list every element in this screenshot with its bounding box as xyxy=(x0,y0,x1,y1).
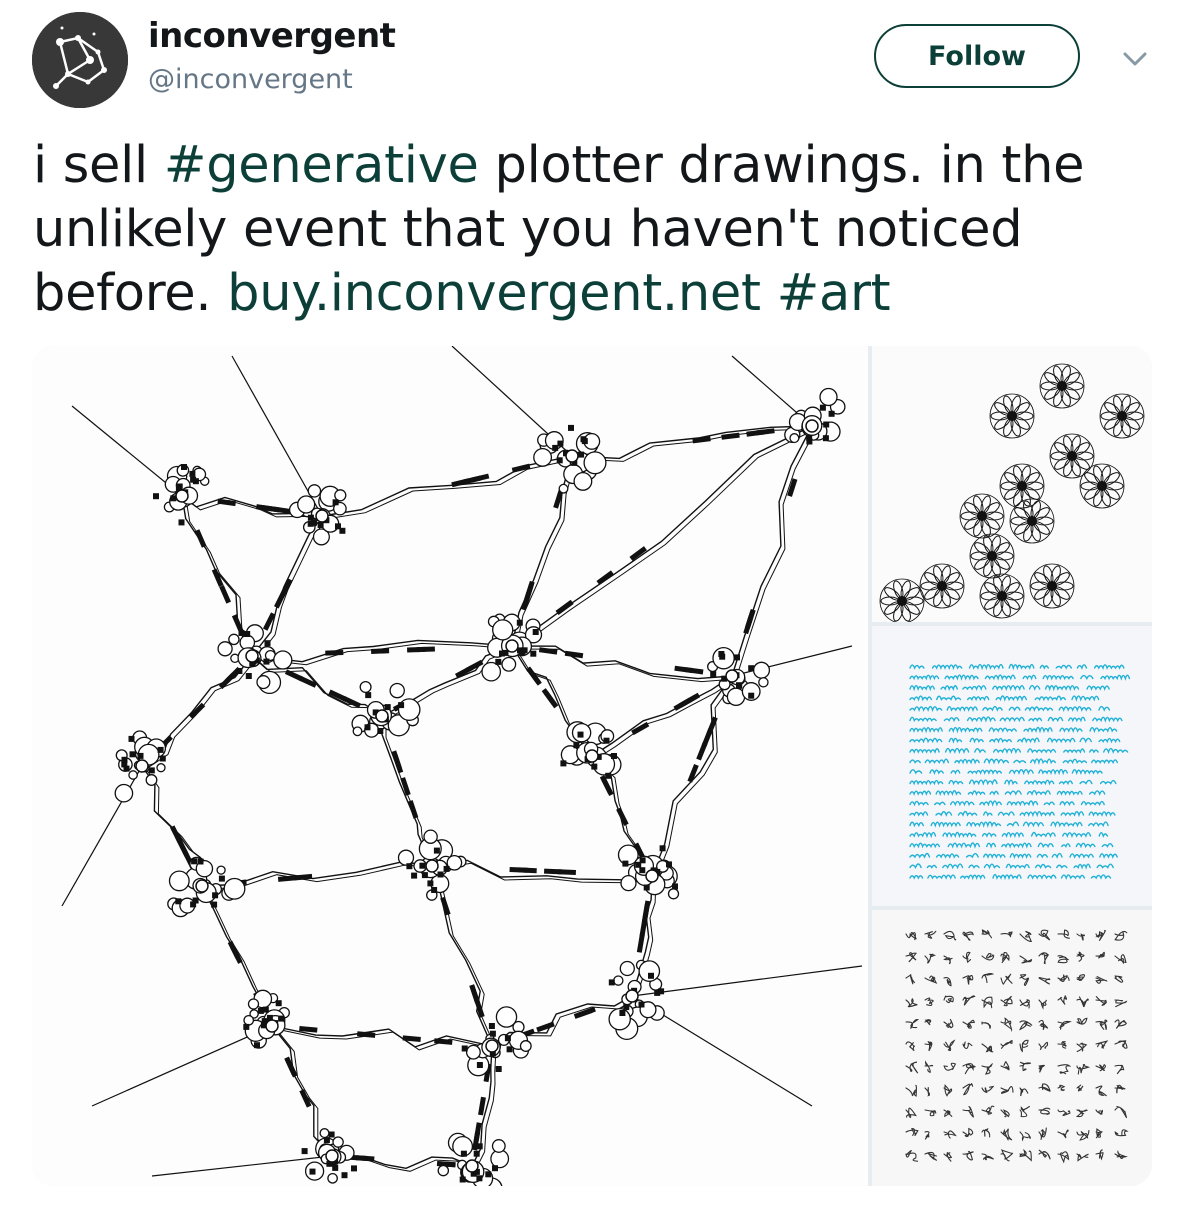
media-grid xyxy=(32,346,1152,1186)
plotter-drawing-glyph-grid xyxy=(905,929,1129,1164)
media-image-middle-right[interactable] xyxy=(872,626,1152,906)
media-image-bottom-right[interactable] xyxy=(872,910,1152,1186)
hashtag-art[interactable]: #art xyxy=(776,264,891,323)
tweet-text-segment: i sell xyxy=(33,136,164,195)
tweet-text-segment xyxy=(761,264,777,323)
chevron-down-icon[interactable] xyxy=(1122,46,1148,72)
tweet-text-segment: plotter drawings. in the unlikely event … xyxy=(33,136,1085,323)
follow-button[interactable]: Follow xyxy=(874,24,1080,88)
media-image-main[interactable] xyxy=(32,346,868,1186)
user-handle[interactable]: @inconvergent xyxy=(148,64,353,95)
tweet-text: i sell #generative plotter drawings. in … xyxy=(33,134,1143,326)
shop-link[interactable]: buy.inconvergent.net xyxy=(227,264,761,323)
avatar[interactable] xyxy=(32,12,128,108)
media-image-top-right[interactable] xyxy=(872,346,1152,622)
hashtag-generative[interactable]: #generative xyxy=(163,136,479,195)
constellation-logo-icon xyxy=(32,12,128,108)
display-name[interactable]: inconvergent xyxy=(148,16,396,56)
plotter-drawing-flower-cluster xyxy=(879,363,1145,622)
plotter-drawing-network xyxy=(61,346,863,1186)
plotter-drawing-blue-handwriting xyxy=(909,663,1131,881)
